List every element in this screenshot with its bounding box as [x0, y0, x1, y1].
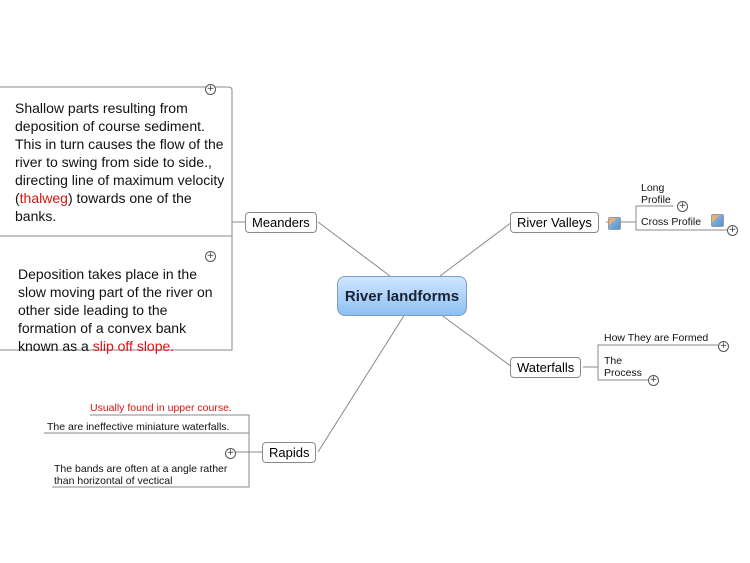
branch-rapids[interactable]: Rapids: [262, 442, 317, 463]
rapids-miniature[interactable]: The are ineffective miniature waterfalls…: [47, 421, 230, 433]
branch-waterfalls[interactable]: Waterfalls: [510, 357, 582, 378]
meanders-note-2: Deposition takes place in the slow movin…: [18, 265, 228, 355]
rapids-upper-course[interactable]: Usually found in upper course.: [90, 402, 232, 414]
expand-plus-icon[interactable]: +: [718, 341, 729, 352]
expand-plus-icon[interactable]: +: [205, 84, 216, 95]
branch-meanders[interactable]: Meanders: [245, 212, 317, 233]
expand-plus-icon[interactable]: +: [205, 251, 216, 262]
branch-river-valleys[interactable]: River Valleys: [510, 212, 599, 233]
expand-plus-icon[interactable]: +: [727, 225, 738, 236]
expand-plus-icon[interactable]: +: [677, 201, 688, 212]
long-profile-label[interactable]: Long Profile: [641, 182, 671, 206]
note2-text: Deposition takes place in the slow movin…: [18, 266, 213, 354]
note2-highlight: slip off slope.: [92, 338, 175, 354]
note1-highlight: thalweg: [19, 190, 68, 206]
note-attachment-icon[interactable]: [711, 214, 724, 227]
note1-text-b: ) towards one of the banks.: [15, 190, 192, 224]
expand-plus-icon[interactable]: +: [225, 448, 236, 459]
note-attachment-icon[interactable]: [608, 217, 621, 230]
the-process-label[interactable]: The Process: [604, 355, 642, 379]
meanders-note-1: Shallow parts resulting from deposition …: [15, 99, 225, 225]
cross-profile-label[interactable]: Cross Profile: [641, 216, 702, 228]
expand-plus-icon[interactable]: +: [648, 375, 659, 386]
rapids-bands[interactable]: The bands are often at a angle rather th…: [54, 463, 228, 487]
central-topic[interactable]: River landforms: [337, 276, 467, 316]
note1-text-a: Shallow parts resulting from deposition …: [15, 100, 225, 206]
how-formed-label[interactable]: How They are Formed: [604, 332, 709, 344]
